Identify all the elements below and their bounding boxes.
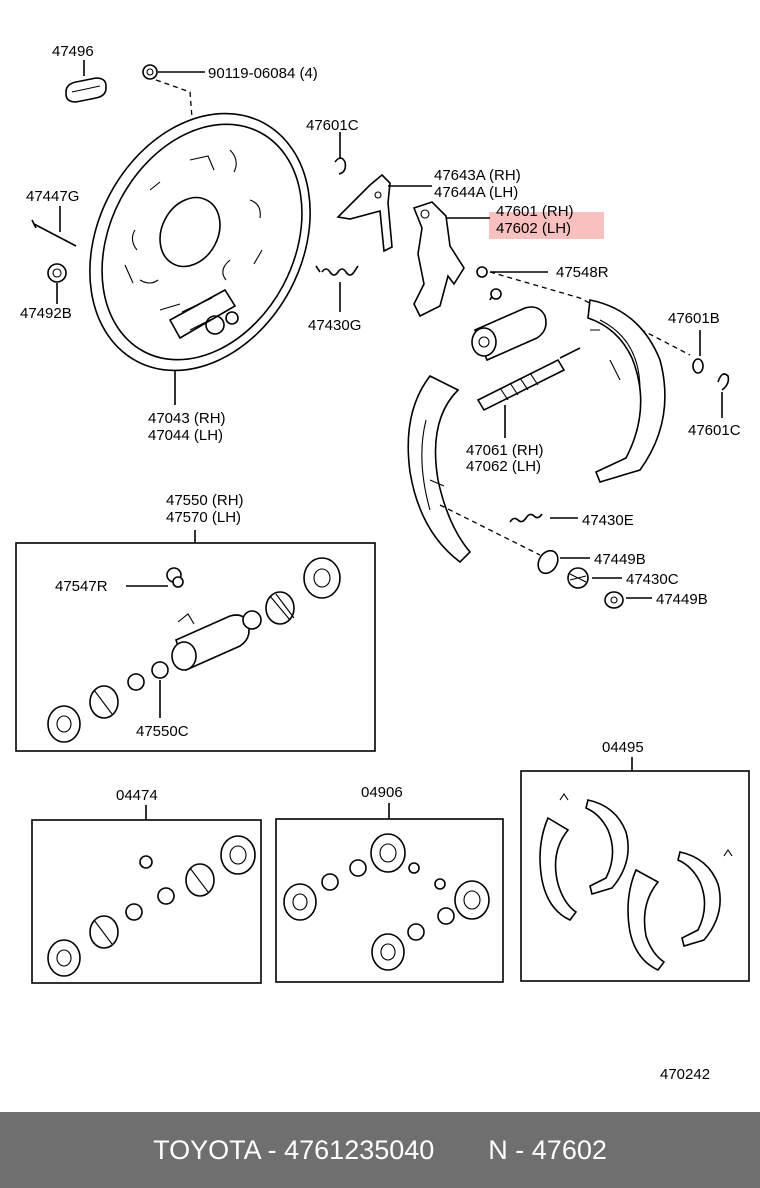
label-47430c: 47430C: [626, 571, 679, 588]
box-04495: [520, 770, 750, 982]
adjuster-47061-drawing: [476, 347, 581, 438]
label-47601c-top: 47601C: [306, 117, 359, 134]
clip-47601c-top-drawing: [334, 132, 347, 175]
label-47644a-lh: 47644A (LH): [434, 184, 518, 201]
pin-47447g-drawing: [31, 206, 77, 247]
label-47570-lh: 47570 (LH): [166, 509, 241, 526]
brake-shoe-left-drawing: [407, 374, 541, 564]
label-47547r: 47547R: [55, 578, 108, 595]
label-47061-rh: 47061 (RH): [466, 442, 544, 459]
kit-04495-drawing: [539, 793, 733, 971]
lever-47602-drawing: [412, 201, 490, 318]
label-47449b-1: 47449B: [594, 551, 646, 568]
wheel-cylinder-drawing: [471, 288, 547, 362]
backing-plate-drawing: [89, 112, 311, 405]
footer-brand-part-number: TOYOTA - 4761235040: [153, 1134, 435, 1165]
label-04474: 04474: [116, 787, 158, 804]
label-47601c-right: 47601C: [688, 422, 741, 439]
label-47496: 47496: [52, 43, 94, 60]
label-47601b: 47601B: [668, 310, 720, 327]
spring-47430e-drawing: [509, 513, 578, 523]
label-47492b: 47492B: [20, 305, 72, 322]
clip-47601c-right-drawing: [717, 373, 730, 418]
footer-bar: TOYOTA - 4761235040 N - 47602: [0, 1112, 760, 1188]
spring-47430c-drawing: [567, 567, 622, 589]
label-47430e: 47430E: [582, 512, 634, 529]
label-04906: 04906: [361, 784, 403, 801]
label-47062-lh: 47062 (LH): [466, 458, 541, 475]
label-47447g: 47447G: [26, 188, 79, 205]
label-47602-lh: 47602 (LH): [496, 220, 571, 237]
label-90119-06084: 90119-06084 (4): [208, 65, 318, 82]
parts-diagram: 47496 90119-06084 (4) 47601C 47643A (RH)…: [15, 43, 750, 1083]
bolt-90119-drawing: [142, 64, 205, 119]
label-47449b-2: 47449B: [656, 591, 708, 608]
label-47044-lh: 47044 (LH): [148, 427, 223, 444]
cup-47449b-1-drawing: [537, 549, 590, 575]
spring-47430g-drawing: [315, 265, 359, 312]
cup-47492b-drawing: [47, 263, 67, 304]
kit-04474-drawing: [47, 835, 256, 977]
cylinder-kit-47550-drawing: [47, 557, 341, 743]
label-47643a-rh: 47643A (RH): [434, 167, 521, 184]
label-47043-rh: 47043 (RH): [148, 410, 226, 427]
label-04495: 04495: [602, 739, 644, 756]
brake-shoe-right-drawing: [587, 299, 666, 483]
nut-47548r-drawing: [476, 266, 691, 356]
label-47550c: 47550C: [136, 723, 189, 740]
label-47601-rh: 47601 (RH): [496, 203, 574, 220]
washer-47601b-drawing: [692, 330, 704, 374]
cup-47449b-2-drawing: [604, 591, 652, 609]
kit-04906-drawing: [283, 833, 490, 971]
highlight-47602: [489, 212, 604, 239]
plug-47496-drawing: [65, 60, 107, 103]
lever-47643a-drawing: [336, 173, 432, 253]
label-47548r: 47548R: [556, 264, 609, 281]
label-470242: 470242: [660, 1066, 710, 1083]
label-47550-rh: 47550 (RH): [166, 492, 244, 509]
label-47430g: 47430G: [308, 317, 361, 334]
footer-reference-number: N - 47602: [488, 1134, 607, 1165]
